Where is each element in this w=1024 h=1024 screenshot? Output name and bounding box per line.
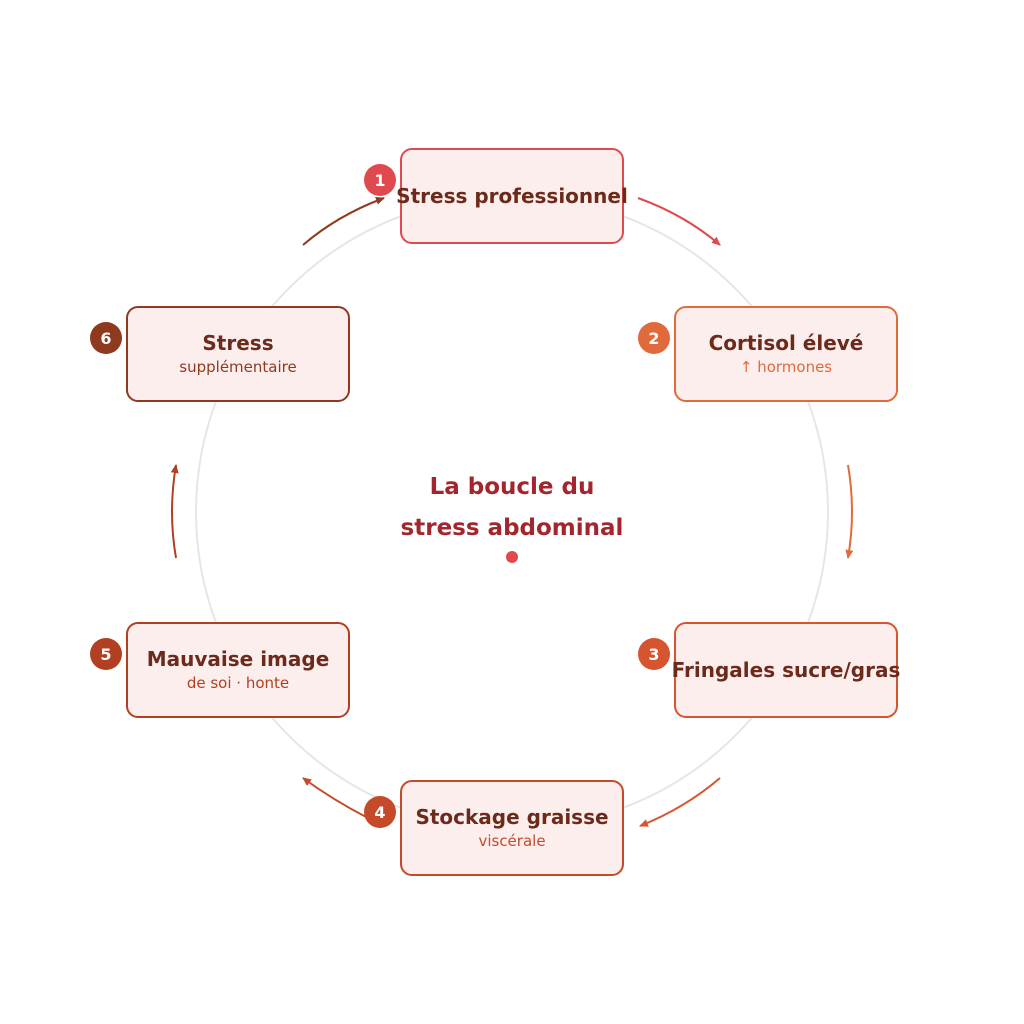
step-title: Stress [202,331,274,355]
step-title: Stockage graisse [415,805,609,829]
step-subtitle: viscérale [478,832,546,850]
step-node-4: Stockage graisse viscérale [400,780,624,876]
arrow-5-to-6 [170,464,179,559]
step-title: Mauvaise image [146,647,330,671]
cycle-ring [195,195,829,829]
step-badge-2: 2 [638,322,670,354]
diagram-title-line1: La boucle du [429,474,595,500]
arrow-3-to-4 [639,777,721,827]
step-title: Cortisol élevé [708,331,864,355]
step-badge-3: 3 [638,638,670,670]
arrow-4-to-5 [302,777,369,819]
step-node-2: Cortisol élevé ↑ hormones [674,306,898,402]
step-badge-1: 1 [364,164,396,196]
step-subtitle: de soi · honte [186,674,290,692]
center-dot [506,551,518,563]
step-subtitle: ↑ hormones [739,358,833,376]
step-badge-4: 4 [364,796,396,828]
step-badge-6: 6 [90,322,122,354]
step-title: Stress professionnel [396,184,628,208]
arrow-1-to-2 [637,197,721,246]
step-title: Fringales sucre/gras [671,658,901,682]
arrow-2-to-3 [845,464,854,559]
step-badge-5: 5 [90,638,122,670]
diagram-title-line2: stress abdominal [400,515,624,541]
step-node-5: Mauvaise image de soi · honte [126,622,350,718]
arrow-6-to-1 [302,197,385,246]
step-node-1: Stress professionnel [396,148,628,244]
step-subtitle: supplémentaire [179,358,297,376]
step-node-6: Stress supplémentaire [126,306,350,402]
step-node-3: Fringales sucre/gras [671,622,901,718]
